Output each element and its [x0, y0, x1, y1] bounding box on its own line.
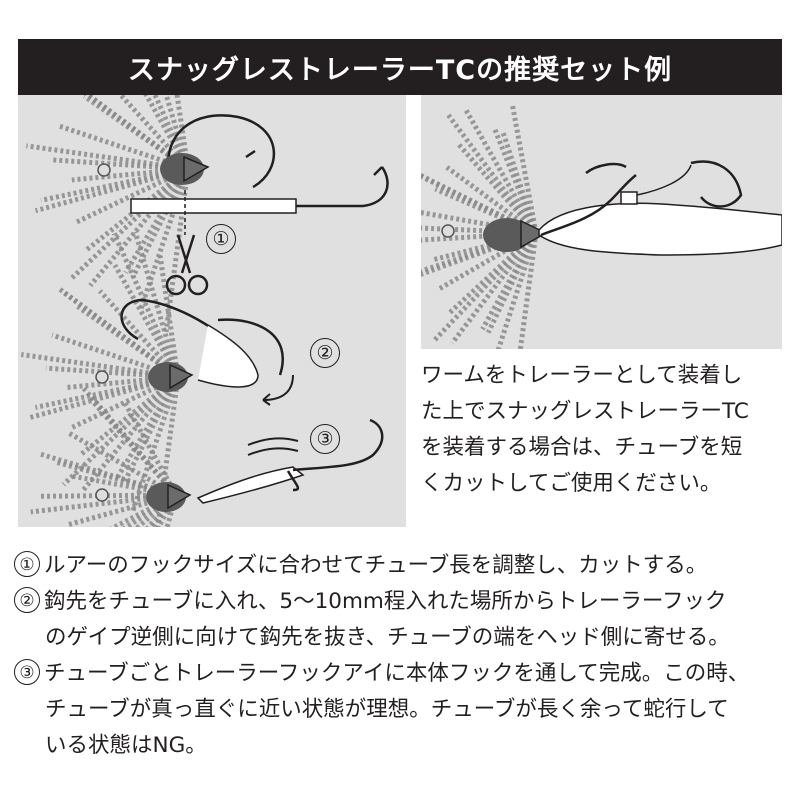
skirt-strand	[157, 255, 181, 378]
steps-drawing	[20, 95, 389, 527]
note-text: チューブごとトレーラーフックアイに本体フックを通して完成。この時、	[44, 661, 750, 686]
skirt-strand	[132, 231, 181, 378]
note-text-continued: チューブが真っ直ぐに近い状態が理想。チューブが長く余って蛇行して	[45, 697, 729, 722]
skirt-strand	[163, 95, 191, 170]
note-text: ルアーのフックサイズに合わせてチューブ長を調整し、カットする。	[44, 553, 708, 578]
note-1-number: ①	[14, 551, 40, 577]
skirt-strand	[517, 232, 539, 349]
skirt-strand	[421, 172, 538, 236]
note-3-number: ③	[14, 659, 40, 685]
step-2-label: ②	[310, 338, 340, 368]
caption-line: た上でスナッグレストレーラーTC	[421, 399, 749, 424]
caption-line: を装着する場合は、チューブを短	[421, 435, 743, 460]
skirt-strand	[57, 123, 189, 172]
skirt-strand	[60, 289, 180, 380]
skirt-strand	[480, 231, 539, 331]
skirt-strand	[450, 231, 538, 345]
worm-trailer-illustration	[421, 95, 782, 349]
note-text-continued: のゲイプ逆側に向けて鈎先を抜き、チューブの端をヘッド側に寄せる。	[45, 625, 730, 650]
skirt-strand	[421, 230, 537, 274]
skirt-strand	[51, 157, 189, 172]
skirt-strand	[123, 167, 191, 274]
worm-trailer-caption: ワームをトレーラーとして装着し た上でスナッグレストレーラーTC を装着する場合…	[421, 358, 791, 502]
skirt-strand	[51, 332, 179, 380]
skirt-strand	[111, 232, 181, 379]
skirt-strand	[45, 365, 179, 380]
step-3-label: ③	[310, 424, 340, 454]
skirt-strand	[143, 95, 191, 171]
skirt-strand	[164, 494, 179, 527]
step-1-label: ①	[206, 224, 236, 254]
skirt-strand	[446, 113, 539, 235]
step1-rig	[97, 114, 389, 235]
caption-line: ワームをトレーラーとして装着し	[421, 363, 743, 388]
skirt-strand	[121, 400, 179, 497]
caption-line: くカットしてご使用ください。	[421, 471, 722, 496]
note-text-continued: いる状態はNG。	[45, 733, 207, 758]
note-2-number: ②	[14, 587, 40, 613]
scissors-icon	[165, 234, 209, 296]
note-text: 鈎先をチューブに入れ、5～10mm程入れた場所からトレーラーフック	[44, 589, 727, 614]
skirt-strand	[138, 168, 191, 311]
assembly-steps-illustration: ① ② ③	[18, 95, 406, 527]
page-title: スナッグレストレーラーTCの推奨セット例	[18, 39, 782, 95]
step3-rig	[95, 418, 384, 512]
step2-rig	[95, 298, 284, 392]
skirt-strand	[115, 375, 181, 479]
skirt-strand	[88, 167, 190, 288]
skirt-strand	[495, 232, 539, 349]
worm-trailer-drawing	[421, 105, 782, 349]
